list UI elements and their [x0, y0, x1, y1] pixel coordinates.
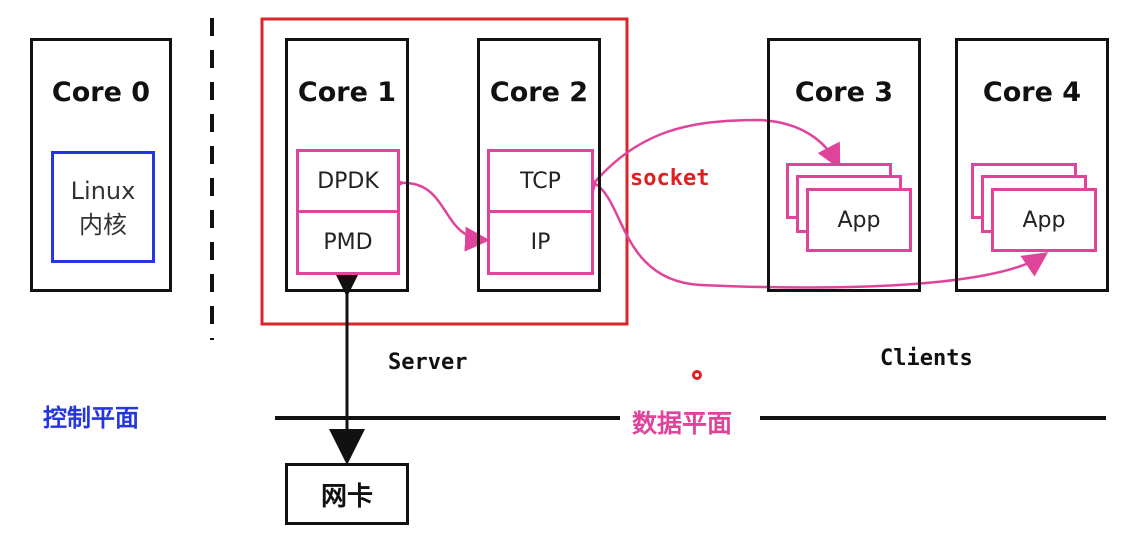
tcp-app3-arrow [571, 118, 841, 207]
linux-kernel-line2: 内核 [79, 211, 127, 239]
core-1: Core 1 [285, 38, 409, 292]
cursor-dot [692, 370, 702, 380]
tcp-app4-arrow [593, 181, 1049, 289]
core-4: Core 4 [955, 38, 1109, 292]
data-plane-label: 数据平面 [632, 409, 733, 438]
core-0-label: Core 0 [51, 77, 151, 108]
nic-label: 网卡 [320, 481, 373, 512]
pmd-box: PMD [296, 210, 400, 275]
socket-label: socket [630, 166, 710, 191]
core-1-label: Core 1 [297, 77, 397, 108]
linux-kernel-box: Linux 内核 [51, 151, 155, 263]
core-3-label: Core 3 [794, 77, 894, 108]
dpdk-box: DPDK [296, 149, 400, 213]
core-2: Core 2 [477, 38, 601, 292]
linux-kernel-line1: Linux [70, 177, 136, 205]
nic-box: 网卡 [285, 463, 409, 525]
core-2-label: Core 2 [489, 77, 589, 108]
ip-box: IP [487, 210, 594, 275]
app-4-box: App [991, 188, 1097, 252]
server-label: Server [388, 350, 468, 375]
app-3-box: App [806, 188, 912, 252]
tcp-box: TCP [487, 149, 594, 213]
core-3: Core 3 [767, 38, 921, 292]
core-4-label: Core 4 [982, 77, 1082, 108]
clients-label: Clients [880, 346, 973, 371]
dpdk-ip-arrow [379, 171, 490, 252]
core-0: Core 0 Linux 内核 [30, 38, 172, 292]
control-plane-label: 控制平面 [43, 404, 139, 432]
